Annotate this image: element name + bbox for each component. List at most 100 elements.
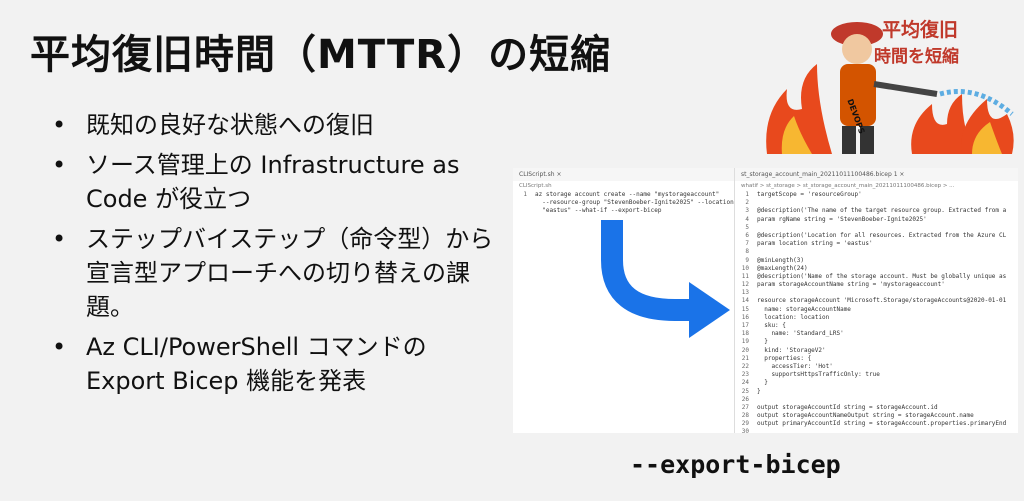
line-number: 15 (741, 305, 749, 313)
export-bicep-caption: --export-bicep (630, 450, 841, 479)
code-line: 20 kind: 'StorageV2' (735, 347, 1018, 355)
bullet-item: ソース管理上の Infrastructure as Code が役立つ (48, 148, 498, 216)
sign-text-2: 時間を短縮 (874, 46, 959, 67)
line-number: 20 (741, 346, 749, 354)
bullet-list: 既知の良好な状態への復旧 ソース管理上の Infrastructure as C… (48, 108, 498, 404)
bicep-editor-pane: st_storage_account_main_20211011100486.b… (735, 168, 1018, 433)
code-line: 27 output storageAccountId string = stora… (735, 404, 1018, 412)
code-line: 8 (735, 248, 1018, 256)
bicep-editor-tab: st_storage_account_main_20211011100486.b… (735, 168, 1018, 181)
code-text: output primaryAccountId string = storage… (757, 420, 1007, 428)
line-number: 9 (745, 256, 749, 264)
line-number (513, 199, 535, 207)
code-line: 17 sku: { (735, 322, 1018, 330)
line-number: 27 (741, 403, 749, 411)
code-line: 30 (735, 428, 1018, 433)
code-text: "eastus" --what-if --export-bicep (535, 207, 662, 215)
bullet-item: Az CLI/PowerShell コマンドの Export Bicep 機能を… (48, 330, 498, 398)
code-text: supportsHttpsTrafficOnly: true (757, 371, 880, 379)
code-text: output storageAccountNameOutput string =… (757, 412, 974, 420)
line-number: 14 (741, 297, 749, 305)
code-line: 15 name: storageAccountName (735, 306, 1018, 314)
code-line: 2 (735, 199, 1018, 207)
code-text: resource storageAccount 'Microsoft.Stora… (757, 297, 1007, 305)
code-text: sku: { (757, 322, 786, 329)
line-number: 1 (523, 191, 527, 198)
code-text: @description('Location for all resources… (757, 231, 1007, 239)
code-text: @description('The name of the target res… (757, 207, 1007, 215)
code-text: name: 'Standard_LRS' (757, 330, 844, 338)
line-number: 29 (741, 420, 749, 428)
line-number: 11 (741, 272, 749, 280)
code-line: 29 output primaryAccountId string = stora… (735, 420, 1018, 428)
code-line: 6@description('Location for all resource… (735, 232, 1018, 240)
code-screenshot: CLIScript.sh × CLIScript.sh 1 az storage … (513, 168, 1018, 433)
code-text: @maxLength(24) (757, 264, 808, 272)
code-text: output storageAccountId string = storage… (757, 403, 938, 411)
code-text: param storageAccountName string = 'mysto… (757, 281, 945, 289)
code-line: 13 (735, 289, 1018, 297)
line-number: 18 (741, 330, 749, 338)
code-line: 25} (735, 388, 1018, 396)
line-number: 5 (745, 223, 749, 231)
line-number: 28 (741, 412, 749, 420)
code-text: } (757, 338, 768, 346)
line-number: 4 (745, 215, 749, 223)
code-text: param rgName string = 'StevenBoeber-Igni… (757, 215, 927, 223)
cli-editor-breadcrumb: CLIScript.sh (519, 183, 552, 189)
line-number: 24 (741, 379, 749, 387)
code-text: properties: { (757, 354, 812, 362)
code-line: --resource-group "StevenBoeber-Ignite202… (513, 199, 734, 207)
code-line: 24 } (735, 379, 1018, 387)
line-number: 26 (741, 395, 749, 403)
code-line: 7 param location string = 'eastus' (735, 240, 1018, 248)
code-line: 3@description('The name of the target re… (735, 207, 1018, 215)
cli-editor-tab: CLIScript.sh × (513, 168, 734, 181)
code-line: 10 @maxLength(24) (735, 265, 1018, 273)
code-line: 16 location: location (735, 314, 1018, 322)
line-number: 7 (745, 240, 749, 248)
bullet-item: 既知の良好な状態への復旧 (48, 108, 498, 142)
code-line: "eastus" --what-if --export-bicep (513, 207, 734, 215)
code-line: 9@minLength(3) (735, 257, 1018, 265)
bicep-editor-breadcrumb: whatif > st_storage > st_storage_account… (741, 183, 955, 189)
line-number: 22 (741, 362, 749, 370)
code-line: 28 output storageAccountNameOutput string… (735, 412, 1018, 420)
code-text: az storage account create --name "mystor… (535, 191, 720, 198)
line-number: 2 (745, 199, 749, 207)
bullet-item: ステップバイステップ（命令型）から宣言型アプローチへの切り替えの課題。 (48, 222, 498, 324)
code-text: kind: 'StorageV2' (757, 346, 826, 354)
line-number: 23 (741, 371, 749, 379)
line-number: 17 (741, 322, 749, 329)
code-text: accessTier: 'Hot' (757, 362, 833, 370)
code-text: param location string = 'eastus' (757, 240, 873, 248)
code-line: 23 supportsHttpsTrafficOnly: true (735, 371, 1018, 379)
code-text: } (757, 379, 768, 387)
firefighter-illustration: DEVOPS 平均復旧 時間を短縮 (766, 18, 1014, 154)
code-line: 18 name: 'Standard_LRS' (735, 330, 1018, 338)
code-line: 22 accessTier: 'Hot' (735, 363, 1018, 371)
firefighter-icon: DEVOPS (831, 22, 1014, 154)
code-line: 1 az storage account create --name "mysto… (513, 191, 734, 199)
code-line: 26 (735, 396, 1018, 404)
code-text: } (757, 387, 761, 395)
cli-editor-pane: CLIScript.sh × CLIScript.sh 1 az storage … (513, 168, 735, 433)
code-line: 5 (735, 224, 1018, 232)
line-number: 30 (741, 428, 749, 433)
code-text: targetScope = 'resourceGroup' (757, 191, 862, 198)
code-line: 14 resource storageAccount 'Microsoft.Sto… (735, 297, 1018, 305)
code-line: 1 targetScope = 'resourceGroup' (735, 191, 1018, 199)
line-number: 13 (741, 289, 749, 297)
code-text: --resource-group "StevenBoeber-Ignite202… (535, 199, 734, 207)
code-line: 4 param rgName string = 'StevenBoeber-Ign… (735, 216, 1018, 224)
code-line: 21 properties: { (735, 355, 1018, 363)
fire-icon (766, 64, 1014, 154)
line-number: 10 (741, 264, 749, 272)
sign-text-1: 平均復旧 (882, 18, 958, 41)
slide-title: 平均復旧時間（MTTR）の短縮 (30, 32, 612, 78)
line-number: 8 (745, 248, 749, 256)
line-number: 25 (741, 387, 749, 395)
code-line: 11@description('Name of the storage acco… (735, 273, 1018, 281)
line-number: 1 (745, 191, 749, 198)
